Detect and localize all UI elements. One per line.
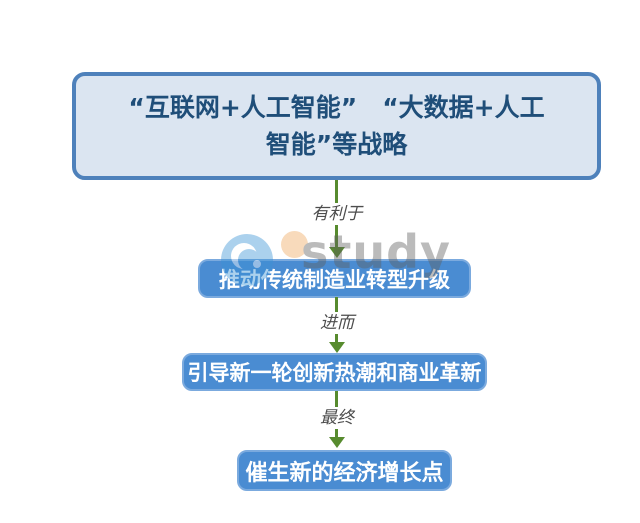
strategy-title-line-1: “互联网+人工智能” “大数据+人工: [128, 93, 545, 122]
step-box-2: 引导新一轮创新热潮和商业革新: [182, 353, 487, 391]
arrow-head-icon-2: [329, 342, 345, 353]
strategy-title-box: “互联网+人工智能” “大数据+人工 智能”等战略: [72, 72, 601, 180]
arrow-label-3: 最终: [315, 407, 359, 429]
watermark-orange-dot-icon: [281, 231, 308, 258]
arrow-head-icon-3: [329, 437, 345, 448]
arrow-label-2: 进而: [315, 312, 359, 334]
arrow-label-1: 有利于: [306, 203, 368, 225]
step-box-3: 催生新的经济增长点: [237, 450, 452, 491]
strategy-title-line-2: 智能”等战略: [265, 130, 408, 159]
arrow-head-icon-1: [329, 247, 345, 258]
step-box-1: 推动传统制造业转型升级: [198, 259, 471, 298]
